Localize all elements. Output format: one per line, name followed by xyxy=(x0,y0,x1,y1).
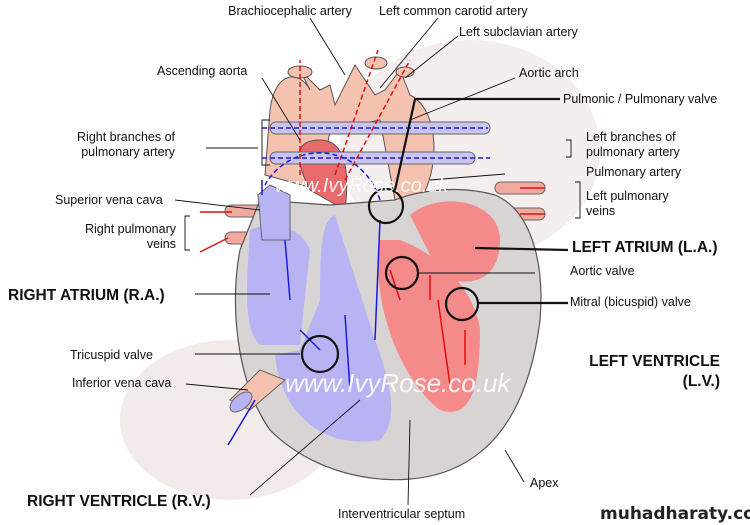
label-left-ventricle-2: (L.V.) xyxy=(683,373,720,390)
watermark-site: muhadharaty.com xyxy=(600,504,750,524)
watermark-ivyrose-lower: www.IvyRose.co.uk xyxy=(285,368,512,398)
label-left-subclavian-artery: Left subclavian artery xyxy=(459,25,579,39)
label-left-ventricle-1: LEFT VENTRICLE xyxy=(589,353,720,370)
label-interventricular-septum: Interventricular septum xyxy=(338,507,465,521)
label-right-atrium: RIGHT ATRIUM (R.A.) xyxy=(8,287,165,304)
label-left-branches-2: pulmonary artery xyxy=(586,145,681,159)
right-atrium xyxy=(247,225,310,345)
watermark-ivyrose-upper: www.IvyRose.co.uk xyxy=(275,175,449,197)
label-brachiocephalic-artery: Brachiocephalic artery xyxy=(228,4,352,18)
label-left-atrium: LEFT ATRIUM (L.A.) xyxy=(572,239,718,256)
label-inferior-vena-cava: Inferior vena cava xyxy=(72,376,171,390)
label-left-common-carotid-artery: Left common carotid artery xyxy=(379,4,528,18)
label-aortic-arch: Aortic arch xyxy=(519,66,579,80)
label-left-branches-1: Left branches of xyxy=(586,130,676,144)
superior-vena-cava xyxy=(257,184,291,241)
label-right-ventricle: RIGHT VENTRICLE (R.V.) xyxy=(27,493,211,510)
label-tricuspid-valve: Tricuspid valve xyxy=(70,348,153,362)
right-ventricle xyxy=(275,215,392,442)
label-left-pulmonary-veins-2: veins xyxy=(586,204,615,218)
pulmonic-valve-marker xyxy=(367,187,405,225)
label-ascending-aorta: Ascending aorta xyxy=(157,64,247,78)
label-pulmonic-valve: Pulmonic / Pulmonary valve xyxy=(563,92,717,106)
tricuspid-valve-marker xyxy=(300,334,340,374)
label-apex: Apex xyxy=(530,476,559,490)
label-left-pulmonary-veins-1: Left pulmonary xyxy=(586,189,669,203)
label-right-branches-1: Right branches of xyxy=(77,130,176,144)
pulmonary-arteries xyxy=(262,121,491,201)
label-superior-vena-cava: Superior vena cava xyxy=(55,193,163,207)
label-right-pulmonary-veins-1: Right pulmonary xyxy=(85,222,177,236)
label-right-branches-2: pulmonary artery xyxy=(81,145,176,159)
label-right-pulmonary-veins-2: veins xyxy=(147,237,176,251)
label-pulmonary-artery: Pulmonary artery xyxy=(586,165,682,179)
label-mitral-valve: Mitral (bicuspid) valve xyxy=(570,295,691,309)
label-aortic-valve: Aortic valve xyxy=(570,264,635,278)
left-ventricle xyxy=(378,240,480,412)
leader-lines xyxy=(174,17,581,506)
left-atrium xyxy=(410,201,500,282)
